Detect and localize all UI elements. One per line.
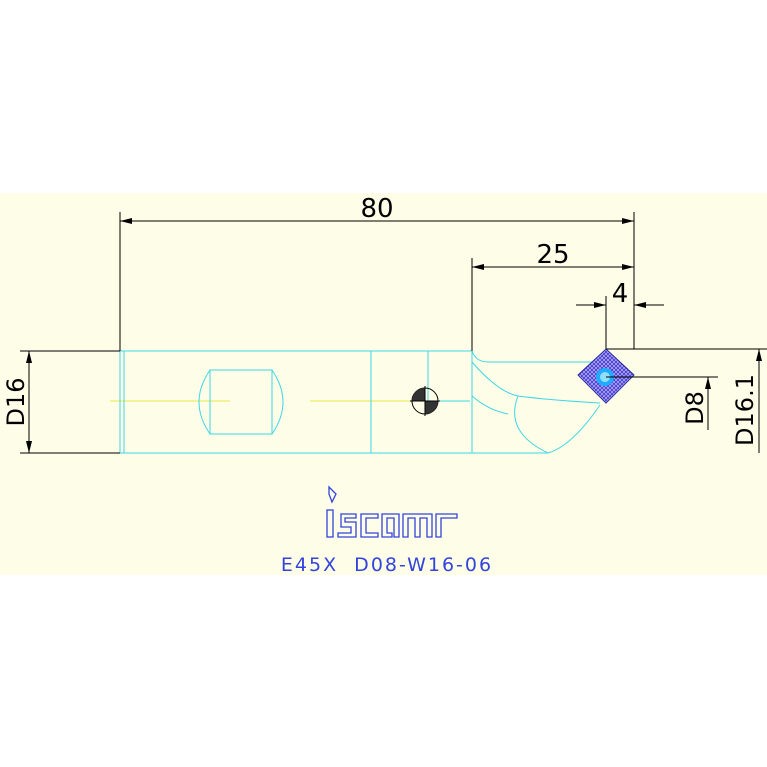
dim-head-length-label: 25 — [536, 240, 569, 270]
drawing-panel — [0, 193, 767, 575]
product-code: E45X D08-W16-06 — [281, 554, 493, 576]
dim-overall-length-label: 80 — [360, 194, 393, 224]
dim-shank-diameter-label: D16 — [2, 377, 30, 426]
cutting-insert — [577, 348, 635, 404]
dim-cutting-diameter-label: D16.1 — [731, 374, 759, 446]
dim-insert-offset-label: 4 — [612, 279, 629, 309]
cutter-head-profile — [471, 350, 601, 454]
dimension-arrows — [26, 218, 762, 453]
shank-flat — [198, 369, 284, 435]
dimension-lines — [20, 212, 767, 454]
brand-logo — [326, 485, 458, 538]
dim-insert-diameter-label: D8 — [681, 391, 709, 425]
center-mark — [410, 386, 440, 416]
tool-body — [119, 350, 601, 454]
